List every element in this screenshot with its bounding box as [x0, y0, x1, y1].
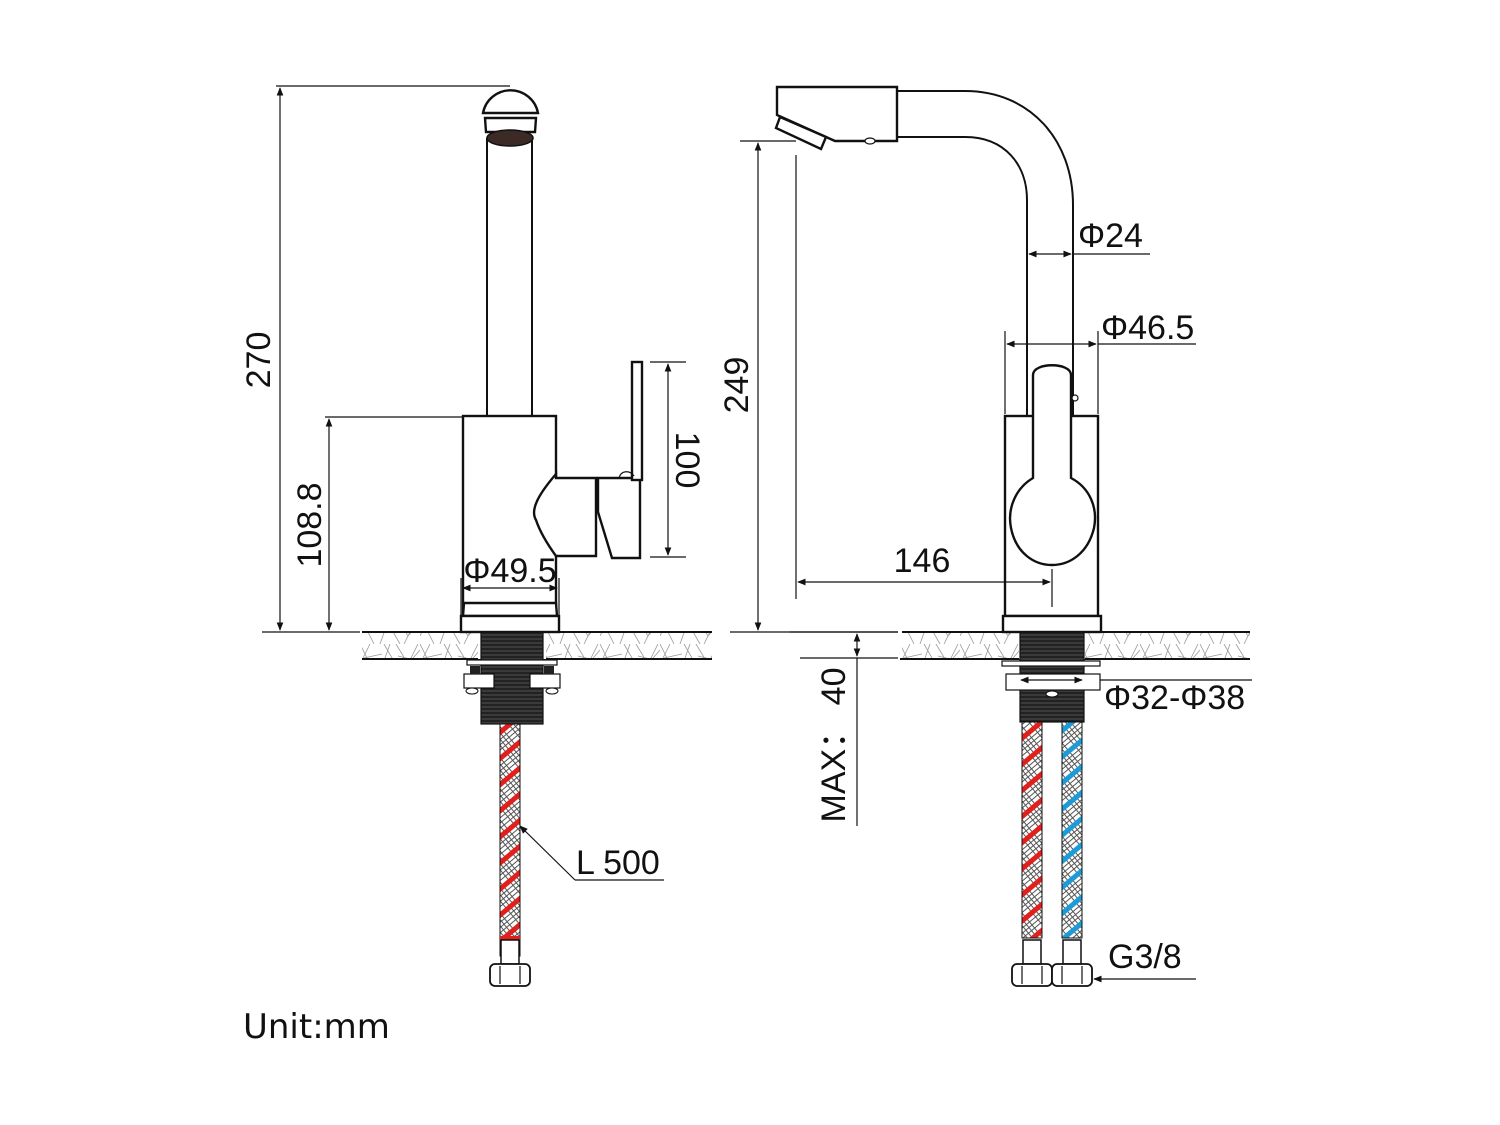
label-max-deck-thickness: MAX： 40 — [815, 668, 853, 823]
spout-curved — [774, 85, 1074, 416]
dimension-body-height: 108.8 — [291, 416, 462, 631]
dimension-body-diameter: Φ49.5 — [460, 552, 560, 615]
dimension-total-height: 270 — [240, 85, 510, 633]
label-spout-diameter: Φ24 — [1078, 217, 1143, 255]
faucet-body — [459, 360, 644, 634]
label-total-height: 270 — [240, 332, 278, 389]
label-hose-thread: G3/8 — [1108, 938, 1182, 976]
spout-tube — [481, 89, 540, 416]
cold-hose-right — [1051, 721, 1093, 987]
unit-label: Unit:mm — [243, 1007, 390, 1047]
dimension-spout-diameter: Φ24 — [1028, 217, 1150, 258]
label-body-diameter: Φ49.5 — [463, 552, 556, 590]
dimension-max-deck-thickness: MAX： 40 — [790, 631, 898, 826]
label-hole-diameter: Φ32-Φ38 — [1104, 679, 1245, 717]
threaded-shank-left — [463, 631, 561, 725]
hot-hose-left — [489, 723, 531, 987]
side-view: 270 108.8 100 Φ49.5 L 500 — [240, 85, 712, 987]
label-handle-width: Φ46.5 — [1101, 309, 1194, 347]
dimension-handle-width: Φ46.5 — [1004, 309, 1196, 414]
dimension-handle-height: 100 — [650, 361, 706, 558]
label-body-height: 108.8 — [291, 482, 329, 567]
label-handle-height: 100 — [668, 432, 706, 489]
dimension-spout-height: 249 — [718, 140, 898, 633]
leader-hose-length: L 500 — [519, 825, 664, 882]
leader-hose-thread: G3/8 — [1093, 938, 1196, 983]
label-spout-height: 249 — [718, 357, 756, 414]
label-hose-length: L 500 — [576, 844, 660, 882]
label-spout-reach: 146 — [894, 542, 951, 580]
hot-hose-right — [1011, 721, 1053, 987]
threaded-shank-right — [1001, 631, 1101, 723]
dimension-hole-diameter: Φ32-Φ38 — [1020, 676, 1252, 717]
dimension-spout-reach: 146 — [795, 155, 1053, 607]
front-view: 249 146 Φ24 Φ46.5 Φ32-Φ38 — [718, 85, 1252, 987]
